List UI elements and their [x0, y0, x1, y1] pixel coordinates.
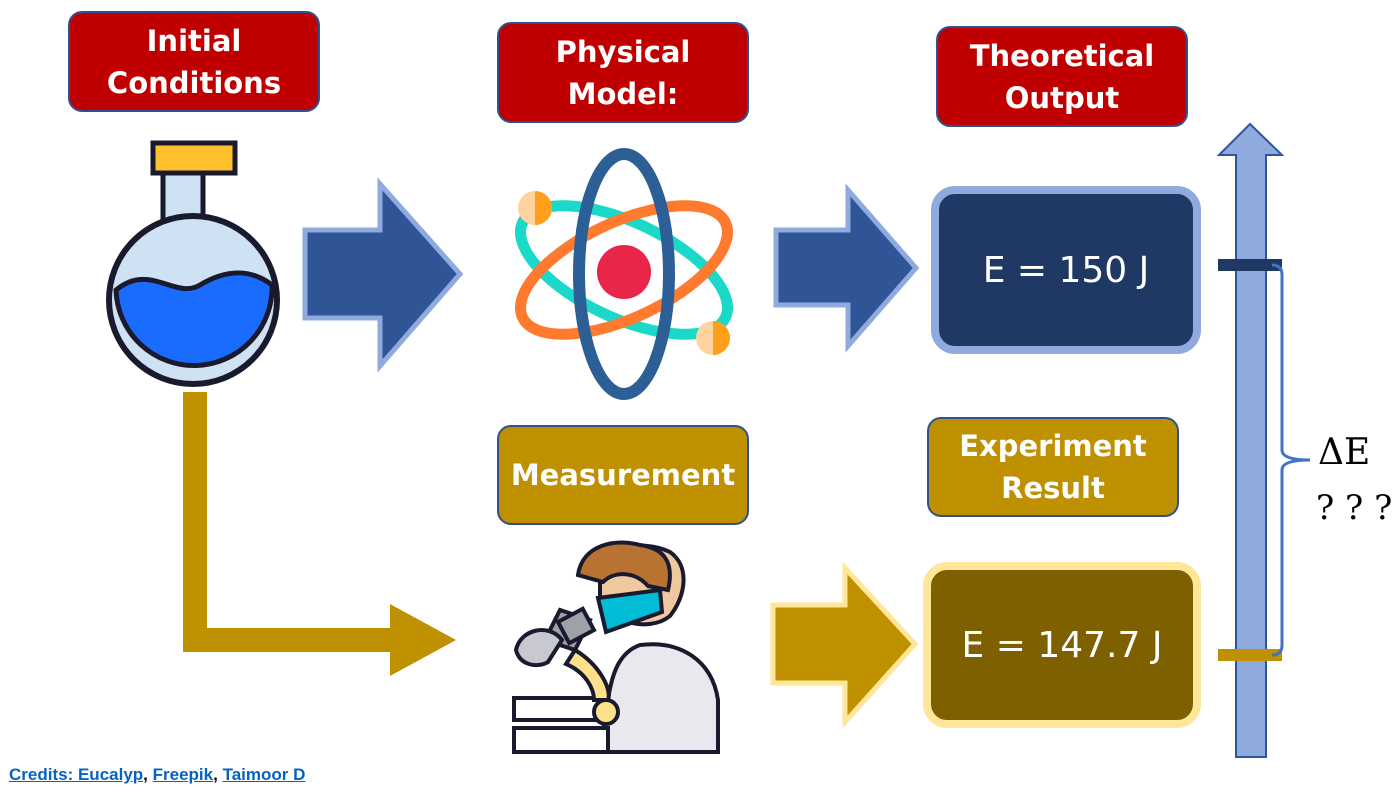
credits-line: Credits: Eucalyp, Freepik, Taimoor D	[9, 765, 305, 785]
delta-question: ? ? ?	[1316, 488, 1393, 528]
theoretical-value-box: E = 150 J	[931, 186, 1201, 354]
atom-icon	[514, 148, 734, 400]
credits-prefix: Credits:	[9, 765, 78, 784]
credit-link-taimoor[interactable]: Taimoor D	[222, 765, 306, 784]
delta-brace	[1271, 263, 1311, 657]
flow-arrow-3	[770, 561, 919, 729]
credit-separator: ,	[143, 765, 148, 784]
scientist-microscope-icon	[512, 540, 720, 754]
credit-link-eucalyp[interactable]: Eucalyp	[77, 765, 144, 784]
flow-arrow-2	[773, 183, 920, 353]
energy-scale-arrow	[1216, 122, 1285, 758]
measurement-path-arrow	[183, 392, 456, 676]
experiment-result-label: Experiment Result	[927, 417, 1179, 517]
theoretical-marker	[1218, 259, 1282, 271]
experiment-value-box: E = 147.7 J	[923, 562, 1201, 728]
flow-arrow-1	[302, 177, 464, 373]
physical-model-label: Physical Model:	[497, 22, 749, 123]
flask-icon	[106, 140, 280, 387]
delta-symbol: ΔE	[1318, 432, 1371, 473]
initial-conditions-label: Initial Conditions	[68, 11, 320, 112]
credit-separator: ,	[213, 765, 218, 784]
measurement-label: Measurement	[497, 425, 749, 525]
theoretical-output-label: Theoretical Output	[936, 26, 1188, 127]
credit-link-freepik[interactable]: Freepik	[152, 765, 214, 784]
experiment-marker	[1218, 649, 1282, 661]
